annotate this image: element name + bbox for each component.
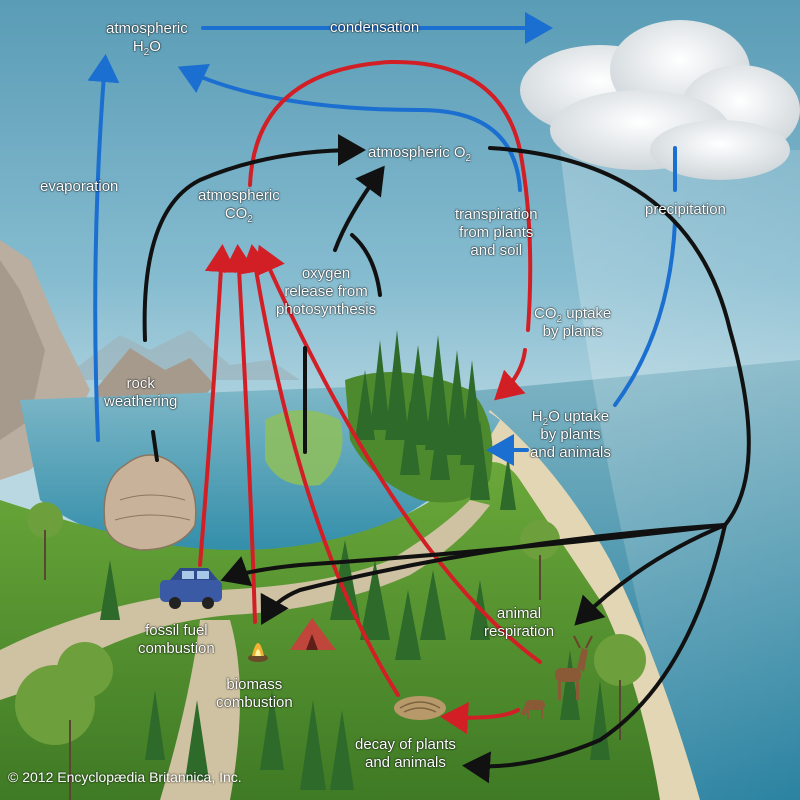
tree-trunks — [44, 530, 621, 800]
copyright-notice: © 2012 Encyclopædia Britannica, Inc. — [8, 769, 242, 785]
deer — [520, 635, 593, 719]
rock-weathering-o2-arrow — [142, 134, 366, 342]
photosynthesis-o2-arrow-tail — [350, 233, 382, 297]
fossil-fuel-co2-arrow — [198, 244, 237, 567]
rock-layers — [114, 494, 191, 521]
atmospheric-co2-label: atmospheric CO2 — [198, 187, 280, 225]
biomass-co2-arrow — [223, 244, 257, 624]
photosynthesis-o2-arrow — [333, 165, 385, 252]
o2-arrows — [142, 134, 751, 784]
o2-to-biomass-arrow — [260, 523, 727, 625]
campfire — [248, 643, 268, 662]
biomass-combustion-label: biomass combustion — [216, 676, 293, 711]
co2-uptake-label: CO2 uptake by plants — [534, 305, 612, 340]
rock-weathering-link — [151, 430, 159, 462]
animal-respiration-label: animal respiration — [484, 605, 555, 640]
o2-to-decay-arrow — [462, 523, 727, 784]
co2-uptake-arrow-upper — [248, 59, 533, 332]
o2-main-down-arrow — [488, 146, 751, 527]
o2-to-animals-arrow — [574, 523, 727, 626]
water-cycle-arrows — [87, 12, 677, 466]
cliff-shadow — [0, 260, 45, 440]
oxygen-release-label: oxygen release from photosynthesis — [276, 265, 377, 318]
decay-co2-arrow — [240, 244, 400, 697]
deciduous-trees — [15, 502, 646, 745]
precipitation-arrow — [613, 146, 677, 407]
car — [160, 568, 222, 609]
rain — [560, 150, 800, 800]
weathered-rock — [103, 454, 197, 551]
rock-weathering-label: rock weathering — [104, 375, 178, 410]
rock-hills — [95, 348, 215, 400]
decay-label: decay of plants and animals — [355, 736, 456, 771]
decaying-matter — [394, 696, 446, 720]
precipitation-label: precipitation — [645, 201, 726, 218]
respiration-co2-arrow — [255, 244, 542, 664]
atmospheric-o2-label: atmospheric O2 — [368, 144, 472, 164]
co2-uptake-arrow-lower — [494, 348, 527, 401]
road — [0, 500, 490, 700]
h2o-uptake-label: H2O uptake by plants and animals — [530, 408, 611, 461]
path — [160, 620, 240, 800]
transpiration-label: transpiration from plants and soil — [455, 206, 538, 259]
decay-transfer-arrow — [440, 702, 520, 735]
transpiration-arrow — [177, 64, 522, 192]
rain-cloud — [520, 20, 800, 180]
co2-arrows — [198, 59, 542, 735]
condensation-label: condensation — [330, 19, 420, 36]
fossil-fuel-combustion-label: fossil fuel combustion — [138, 622, 215, 657]
evaporation-arrow — [87, 54, 120, 442]
tent — [290, 618, 336, 650]
evaporation-label: evaporation — [40, 178, 119, 195]
atmospheric-h2o-label: atmospheric H2O — [106, 20, 188, 58]
forest-trees — [100, 330, 610, 790]
o2-to-fossil-fuel-arrow — [220, 523, 727, 587]
